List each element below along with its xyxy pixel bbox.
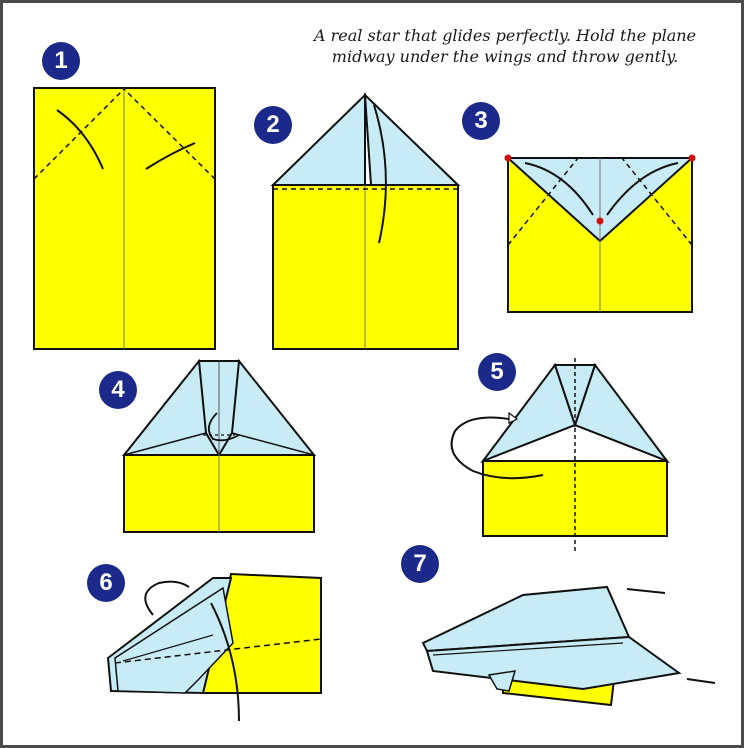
step-5-diagram <box>450 358 670 551</box>
step-6-diagram <box>106 572 322 722</box>
step-7-wing-top <box>421 585 631 653</box>
step-4-wing-inner-right <box>231 432 315 456</box>
caption-line-1: A real star that glides perfectly. Hold … <box>313 26 697 45</box>
step-1-arrow-right <box>145 142 196 170</box>
caption: A real star that glides perfectly. Hold … <box>285 25 725 67</box>
step-6-arrow-back <box>144 580 190 616</box>
step-3-fold-point-center <box>596 217 604 225</box>
step-3-arrow-right <box>606 162 679 216</box>
step-7-motion-line-bottom <box>686 678 716 684</box>
step-3-badge: 3 <box>462 102 500 140</box>
step-1-arrow-left <box>56 109 104 170</box>
step-5-wing-inner-right <box>574 424 668 462</box>
step-3-fold-left <box>507 157 579 246</box>
step-3-fold-right <box>621 157 693 246</box>
step-6-badge: 6 <box>87 564 125 602</box>
step-5-badge: 5 <box>478 353 516 391</box>
step-2-triangle-left <box>270 92 366 186</box>
step-4-wing-inner-left <box>123 432 207 456</box>
step-3-diagram <box>504 154 696 313</box>
step-7-badge: 7 <box>401 545 439 583</box>
step-3-arrow-left <box>524 162 594 216</box>
step-1-diagram <box>33 87 216 350</box>
step-5-fold-over-arrow <box>450 416 544 480</box>
step-7-fin <box>487 670 517 692</box>
step-2-diagram <box>270 92 461 350</box>
step-4-badge: 4 <box>99 371 137 409</box>
step-4-diagram <box>121 358 317 533</box>
step-3-fold-point-right <box>688 154 696 162</box>
step-1-fold-right <box>123 88 216 180</box>
step-2-badge: 2 <box>254 106 292 144</box>
step-5-wing-inner-left <box>482 424 576 462</box>
step-7-diagram <box>421 585 716 707</box>
step-1-fold-left <box>33 88 125 180</box>
step-6-wing-front <box>114 586 234 694</box>
step-3-fold-point-left <box>504 154 512 162</box>
step-5-arrowhead <box>508 411 519 424</box>
step-6-arrow-front <box>210 602 240 722</box>
step-6-wing-line <box>122 634 214 662</box>
folding-diagram <box>33 87 716 722</box>
step-4-tuck-arrow <box>207 412 240 442</box>
step-1-badge: 1 <box>42 42 80 80</box>
step-7-crease <box>432 642 624 656</box>
step-7-motion-line-top <box>626 588 666 594</box>
step-6-fold-line <box>114 638 322 664</box>
caption-line-2: midway under the wings and throw gently. <box>331 47 679 66</box>
step-2-arrow <box>373 104 387 244</box>
step-2-triangle-right <box>363 92 461 186</box>
